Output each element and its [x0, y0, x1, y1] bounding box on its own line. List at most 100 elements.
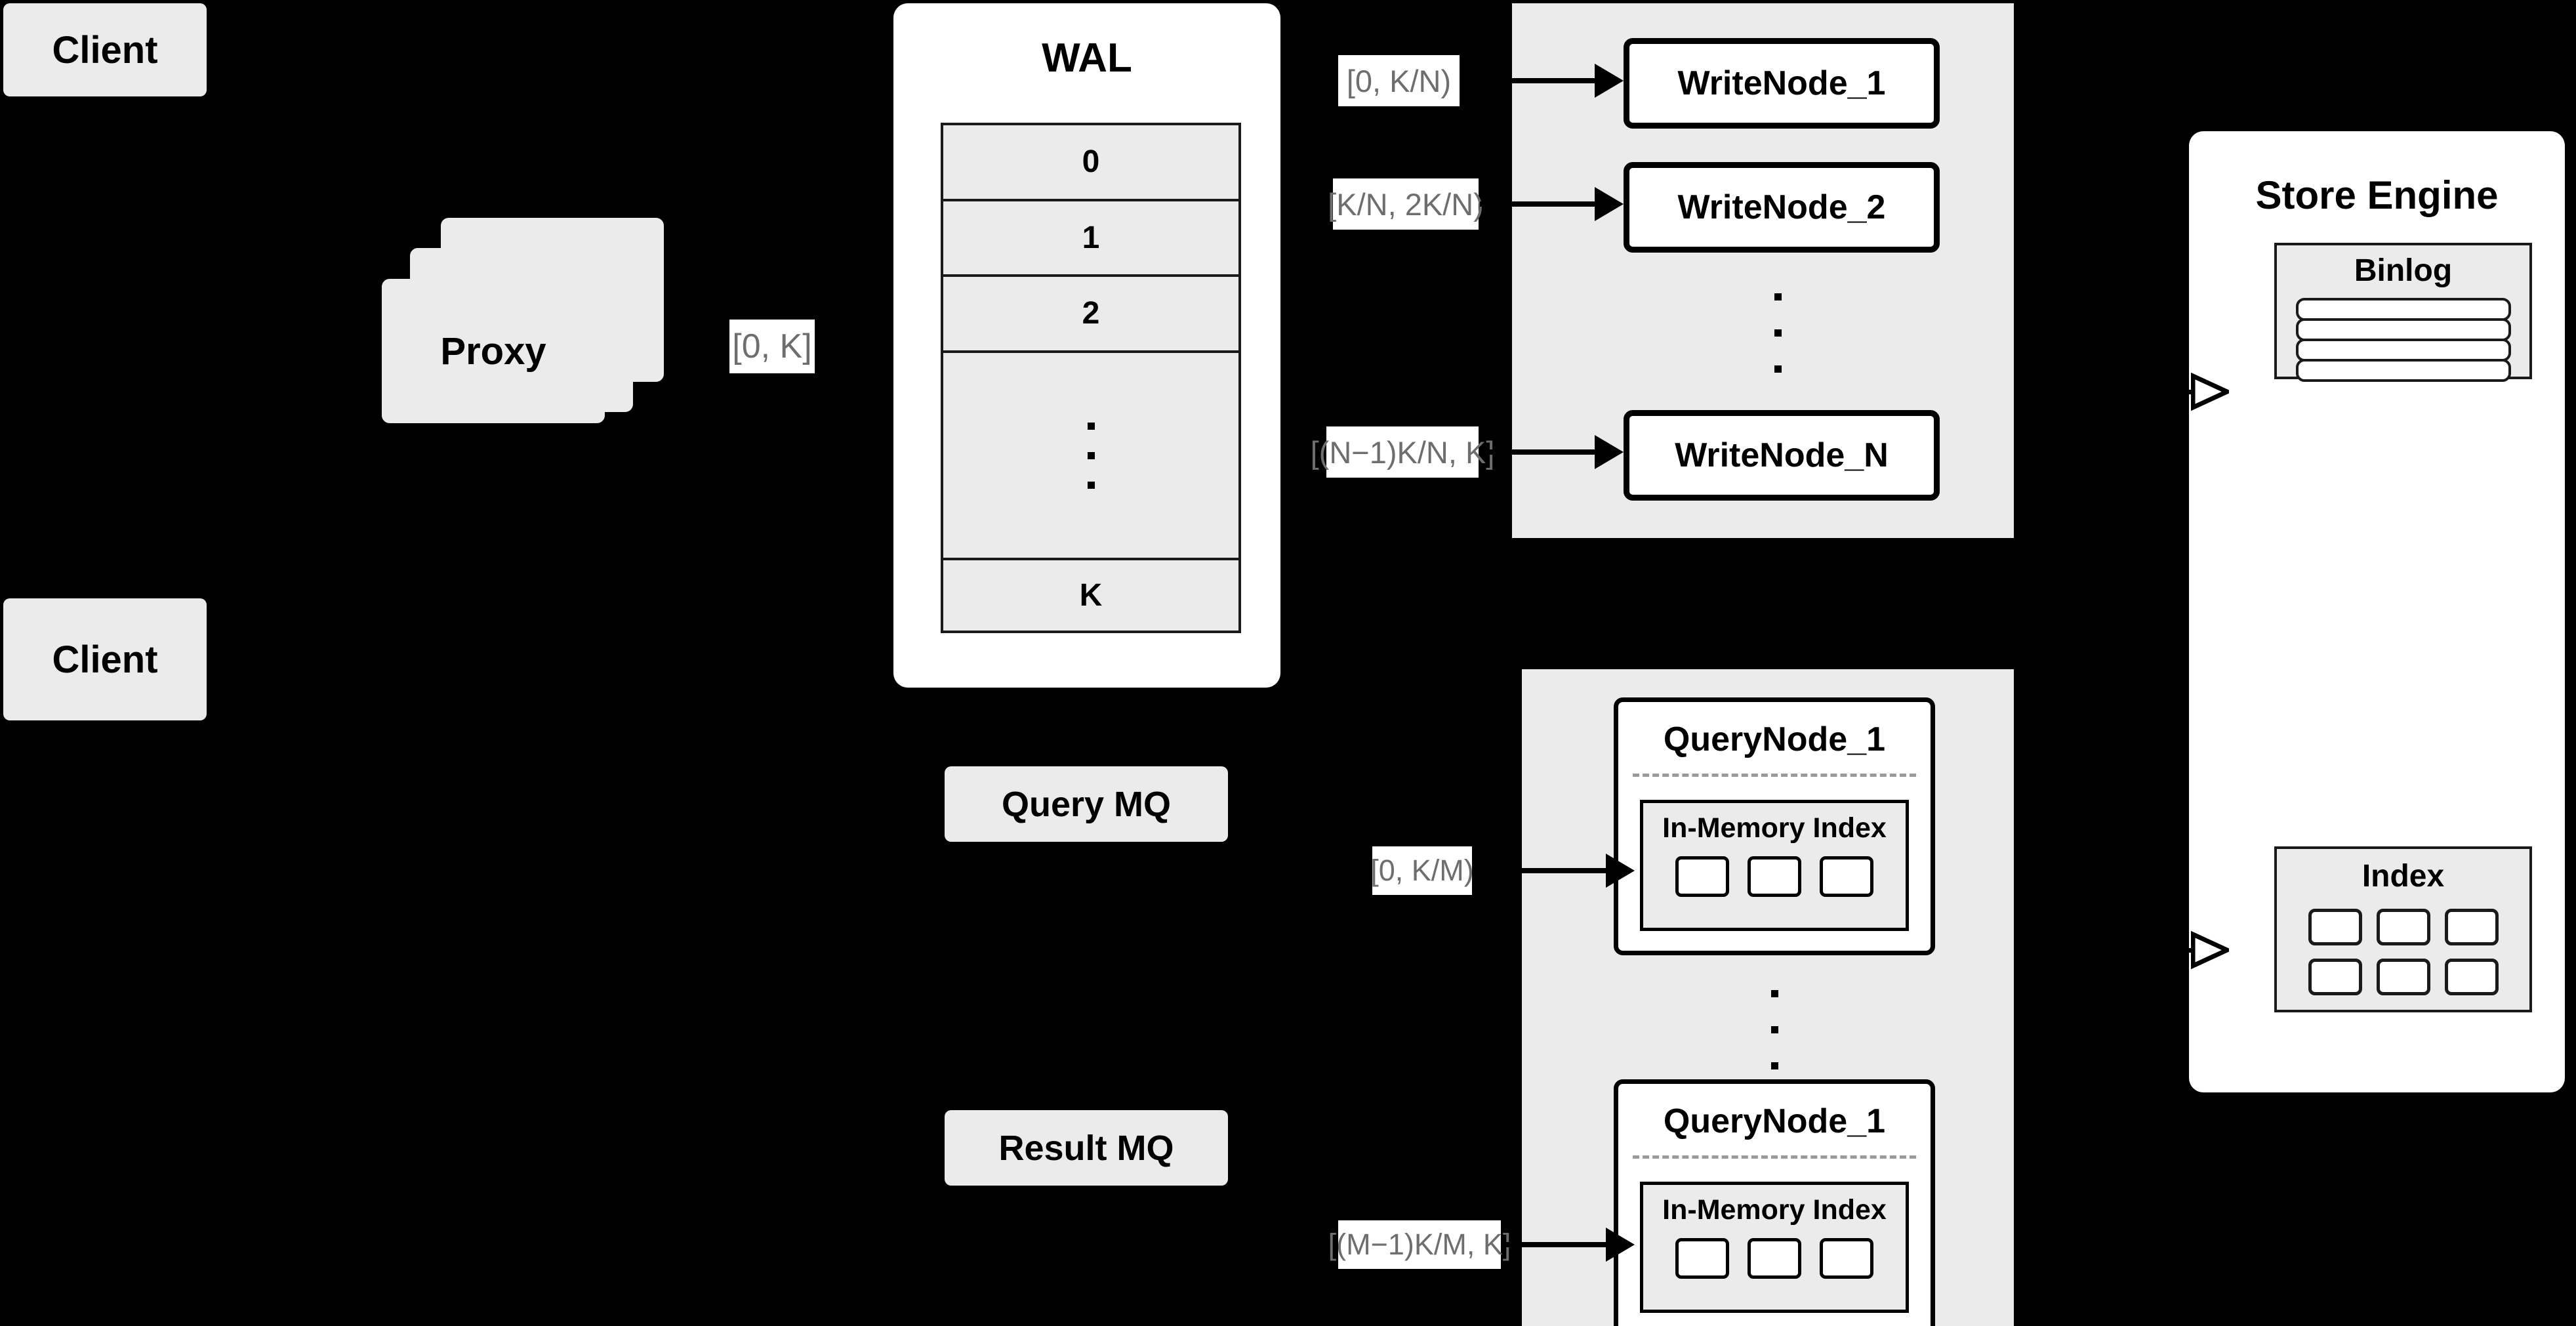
in-memory-index-2-cells — [1643, 1238, 1906, 1279]
write-node-2-label: WriteNode_2 — [1677, 188, 1886, 226]
store-engine-title: Store Engine — [2255, 173, 2499, 217]
arrow-to-binlog — [2165, 372, 2230, 411]
write-node-1[interactable]: WriteNode_1 — [1624, 38, 1940, 129]
query-node-2-range-label: [(M−1)K/M, K] — [1328, 1220, 1511, 1269]
client-label-1: Client — [52, 28, 158, 72]
in-memory-index-1: In-Memory Index — [1640, 800, 1909, 931]
arrow-shaft — [1502, 1242, 1606, 1247]
arrow-to-query-node-2 — [1502, 1228, 1635, 1262]
result-mq-box[interactable]: Result MQ — [945, 1110, 1228, 1186]
index-cell — [2308, 959, 2362, 995]
proxy-range-label: [0, K] — [729, 320, 815, 373]
index-cell — [1748, 1238, 1801, 1279]
query-node-2[interactable]: QueryNode_1 In-Memory Index — [1614, 1079, 1935, 1326]
arrow-shaft — [2165, 389, 2191, 394]
wal-row: 0 — [943, 125, 1238, 201]
write-node-n[interactable]: WriteNode_N — [1624, 410, 1940, 501]
write-node-n-range-label: [(N−1)K/N, K] — [1311, 426, 1494, 478]
write-node-1-label: WriteNode_1 — [1677, 64, 1886, 102]
binlog-title: Binlog — [2354, 253, 2453, 288]
wal-row: 1 — [943, 201, 1238, 278]
query-mq-box[interactable]: Query MQ — [945, 766, 1228, 842]
query-node-1-range-label: [0, K/M) — [1370, 846, 1474, 895]
index-cell — [1820, 856, 1873, 897]
query-node-2-title: QueryNode_1 — [1663, 1102, 1886, 1140]
vertical-ellipsis-dot-icon — [1771, 1026, 1778, 1033]
wal-row-value: 0 — [1082, 144, 1100, 180]
index-cell — [2376, 909, 2430, 945]
proxy-range-label-text: [0, K] — [732, 327, 812, 365]
client-box-1[interactable]: Client — [3, 3, 207, 96]
query-mq-label: Query MQ — [1001, 784, 1172, 824]
index-panel: Index — [2274, 846, 2532, 1012]
wal-row-value: 2 — [1082, 296, 1100, 331]
vertical-ellipsis-dot-icon — [1771, 1062, 1778, 1069]
arrow-head-icon — [1606, 854, 1635, 888]
query-node-1-title: QueryNode_1 — [1663, 720, 1886, 758]
query-node-group-panel: QueryNode_1 In-Memory Index QueryNode_1 … — [1522, 669, 2014, 1326]
write-node-2-range-text: [K/N, 2K/N) — [1328, 186, 1484, 222]
wal-table: 0 1 2 K — [941, 123, 1241, 633]
arrow-shaft — [1480, 201, 1595, 207]
arrow-head-icon — [2191, 930, 2229, 970]
vertical-ellipsis-dot-icon — [1774, 365, 1782, 373]
arrow-head-icon — [1595, 64, 1624, 98]
client-box-2[interactable]: Client — [3, 598, 207, 720]
client-label-2: Client — [52, 638, 158, 681]
binlog-panel: Binlog — [2274, 243, 2532, 382]
wal-row-ellipsis — [943, 352, 1238, 561]
query-node-1[interactable]: QueryNode_1 In-Memory Index — [1614, 697, 1935, 955]
arrow-shaft — [2165, 947, 2191, 953]
query-node-1-separator — [1633, 774, 1916, 777]
query-node-2-range-text: [(M−1)K/M, K] — [1328, 1228, 1511, 1261]
binlog-rows — [2277, 298, 2529, 382]
binlog-row — [2295, 318, 2511, 341]
index-cell — [1748, 856, 1801, 897]
arrow-shaft — [1480, 449, 1595, 455]
arrow-head-icon — [1595, 187, 1624, 221]
arrow-to-query-node-1 — [1473, 854, 1635, 888]
store-engine-panel: Store Engine Binlog Index — [2189, 131, 2565, 1092]
proxy-label: Proxy — [440, 329, 546, 373]
arrow-shaft — [1473, 868, 1606, 873]
wal-panel: WAL 0 1 2 K — [893, 3, 1280, 688]
arrow-head-icon — [1595, 435, 1624, 469]
index-cell — [2376, 959, 2430, 995]
vertical-ellipsis-dot-icon — [1087, 451, 1095, 459]
vertical-ellipsis-dot-icon — [1087, 481, 1095, 489]
write-node-1-range-label: [0, K/N) — [1338, 55, 1460, 106]
arrow-to-write-node-n — [1480, 435, 1624, 469]
arrow-to-write-node-1 — [1462, 64, 1624, 98]
proxy-box[interactable]: Proxy — [382, 279, 605, 423]
query-node-1-range-text: [0, K/M) — [1370, 854, 1474, 887]
write-node-n-range-text: [(N−1)K/N, K] — [1310, 434, 1495, 470]
wal-row: K — [943, 560, 1238, 631]
in-memory-index-1-cells — [1643, 856, 1906, 897]
arrow-head-icon — [1606, 1228, 1635, 1262]
write-node-n-label: WriteNode_N — [1675, 436, 1889, 474]
binlog-row — [2295, 339, 2511, 362]
in-memory-index-1-title: In-Memory Index — [1662, 812, 1887, 844]
binlog-row — [2295, 298, 2511, 321]
index-title: Index — [2361, 859, 2445, 894]
wal-row: 2 — [943, 277, 1238, 353]
wal-row-value: 1 — [1082, 220, 1100, 255]
arrow-head-icon — [2191, 372, 2229, 411]
index-cell — [2308, 909, 2362, 945]
wal-title: WAL — [1042, 35, 1132, 81]
index-cell — [2444, 959, 2499, 995]
index-cell — [1675, 856, 1729, 897]
vertical-ellipsis-dot-icon — [1087, 422, 1095, 430]
query-node-2-separator — [1633, 1155, 1916, 1159]
vertical-ellipsis-dot-icon — [1774, 329, 1782, 337]
arrow-to-index — [2165, 930, 2230, 970]
arrow-to-write-node-2 — [1480, 187, 1624, 221]
write-node-1-range-text: [0, K/N) — [1346, 63, 1452, 98]
wal-row-value: K — [1079, 578, 1103, 613]
write-node-2[interactable]: WriteNode_2 — [1624, 162, 1940, 253]
vertical-ellipsis-dot-icon — [1771, 990, 1778, 997]
vertical-ellipsis-dot-icon — [1774, 293, 1782, 300]
in-memory-index-2-title: In-Memory Index — [1662, 1194, 1887, 1226]
write-node-2-range-label: [K/N, 2K/N) — [1328, 178, 1484, 230]
